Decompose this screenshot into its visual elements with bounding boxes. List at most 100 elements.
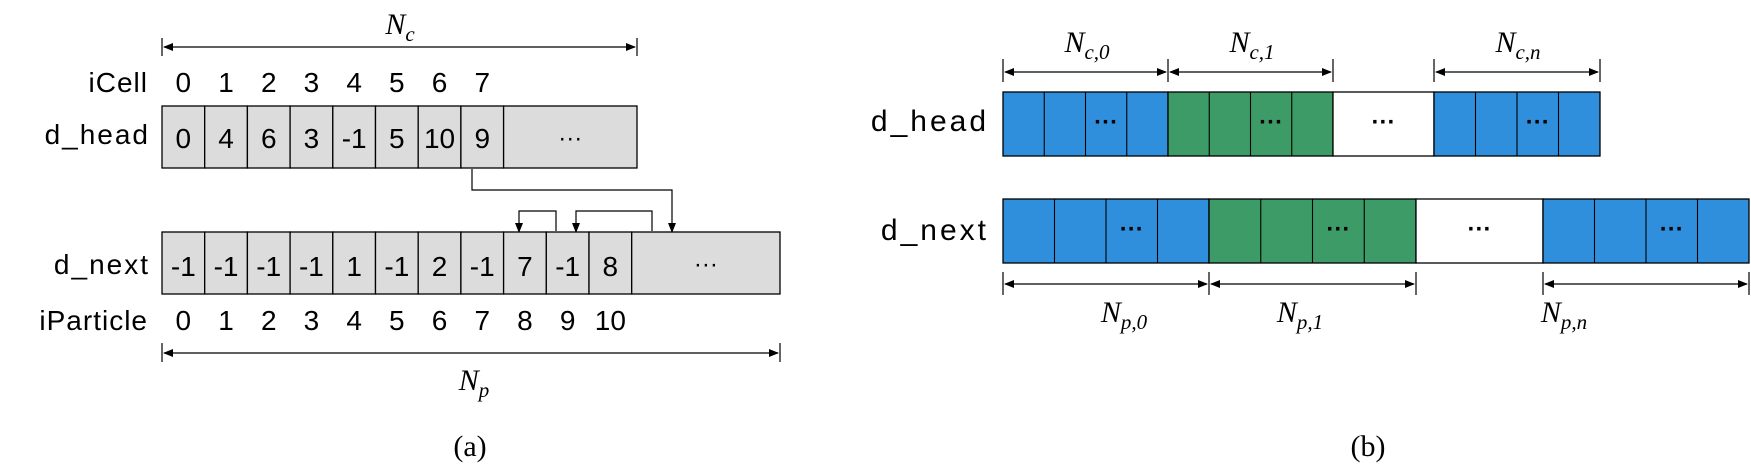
d-next-value: -1 xyxy=(299,251,324,282)
d-head-cell xyxy=(161,105,206,169)
d-next-cell xyxy=(204,231,249,295)
d-next-b-gap-ellipsis: ··· xyxy=(1468,216,1492,243)
icell-index: 4 xyxy=(346,67,362,98)
nc1-label: Nc,1 xyxy=(1228,26,1274,64)
d-next-cell xyxy=(161,231,206,295)
d-head-b-segment-ellipsis: ··· xyxy=(1526,109,1550,136)
iparticle-index: 9 xyxy=(560,305,576,336)
d-next-value: 7 xyxy=(517,251,533,282)
d-head-value: 10 xyxy=(424,123,455,154)
top-spans: Nc,0 Nc,1 Nc,n xyxy=(1002,26,1601,82)
nc-label: Nc xyxy=(384,8,415,46)
d-head-value: 5 xyxy=(389,123,405,154)
iparticle-label: iParticle xyxy=(39,305,148,336)
icell-index: 5 xyxy=(389,67,405,98)
d-head-value: 6 xyxy=(261,123,277,154)
d-next-value: 1 xyxy=(346,251,362,282)
d-next-ellipsis-cell xyxy=(631,231,781,295)
d-head-label-b: d_head xyxy=(871,105,989,138)
np-dimension: Np xyxy=(161,343,781,402)
d-next-value: 2 xyxy=(432,251,448,282)
ncn-label: Nc,n xyxy=(1494,26,1540,64)
iparticle-index: 5 xyxy=(389,305,405,336)
d-head-value: -1 xyxy=(342,123,367,154)
np0-label: Np,0 xyxy=(1100,296,1148,334)
d-next-array-b: ··· ··· ··· ··· xyxy=(1002,198,1750,264)
iparticle-index: 0 xyxy=(176,305,192,336)
chain-arrow-8-to-7 xyxy=(515,210,557,233)
d-next-b-segment-ellipsis: ··· xyxy=(1326,216,1350,243)
d-next-value: -1 xyxy=(214,251,239,282)
icell-index: 1 xyxy=(218,67,234,98)
np-label: Np xyxy=(458,364,490,402)
d-head-cell xyxy=(332,105,377,169)
d-next-cell xyxy=(502,231,547,295)
d-next-label-a: d_next xyxy=(54,249,150,280)
d-next-value: -1 xyxy=(470,251,495,282)
d-next-label-b: d_next xyxy=(881,214,989,247)
icell-index: 2 xyxy=(261,67,277,98)
iparticle-index: 6 xyxy=(432,305,448,336)
d-next-value: -1 xyxy=(171,251,196,282)
npn-label: Np,n xyxy=(1540,296,1587,334)
icell-index: 6 xyxy=(432,67,448,98)
d-next-cell xyxy=(374,231,419,295)
icell-index: 0 xyxy=(176,67,192,98)
d-next-cell xyxy=(417,231,462,295)
d-next-array-a: -1 -1 -1 -1 1 -1 2 -1 7 -1 8 ··· xyxy=(161,231,781,295)
d-next-value: -1 xyxy=(256,251,281,282)
d-next-cell xyxy=(289,231,334,295)
d-head-cell xyxy=(460,105,505,169)
d-head-b-gap-ellipsis: ··· xyxy=(1372,109,1396,136)
icell-index: 3 xyxy=(304,67,320,98)
d-head-value: 4 xyxy=(218,123,234,154)
iparticle-index: 8 xyxy=(517,305,533,336)
np1-label: Np,1 xyxy=(1276,296,1323,334)
d-head-b-segment-ellipsis: ··· xyxy=(1094,109,1118,136)
caption-a: (a) xyxy=(453,430,486,463)
iparticle-index: 4 xyxy=(346,305,362,336)
d-head-label-a: d_head xyxy=(45,119,150,150)
d-next-value: -1 xyxy=(384,251,409,282)
iparticle-index: 7 xyxy=(474,305,490,336)
d-head-b-segment-ellipsis: ··· xyxy=(1259,109,1283,136)
d-next-b-segment-ellipsis: ··· xyxy=(1120,216,1144,243)
nc0-label: Nc,0 xyxy=(1063,26,1110,64)
d-head-value: 9 xyxy=(474,123,490,154)
d-next-b-segment-ellipsis: ··· xyxy=(1660,216,1684,243)
head-pointer-arrow xyxy=(471,169,676,233)
icell-label: iCell xyxy=(89,67,148,98)
bottom-spans: Np,0 Np,1 Np,n xyxy=(1002,272,1750,334)
d-next-ellipsis: ··· xyxy=(694,251,718,278)
d-next-cell xyxy=(246,231,291,295)
d-next-cell xyxy=(460,231,505,295)
chain-arrow-10-to-8 xyxy=(572,210,653,233)
nc-dimension: Nc xyxy=(161,8,638,56)
d-next-value: -1 xyxy=(555,251,580,282)
caption-b: (b) xyxy=(1351,430,1386,463)
iparticle-index: 2 xyxy=(261,305,277,336)
d-head-value: 3 xyxy=(304,123,320,154)
d-head-array-b: ··· ··· ··· ··· xyxy=(1002,91,1601,157)
panel-b: Nc,0 Nc,1 Nc,n d_head ··· ··· ··· ··· d_nex… xyxy=(871,26,1750,463)
iparticle-index: 10 xyxy=(595,305,626,336)
d-head-cell xyxy=(374,105,419,169)
iparticle-index: 3 xyxy=(304,305,320,336)
d-head-value: 0 xyxy=(176,123,192,154)
d-head-cell xyxy=(246,105,291,169)
icell-index: 7 xyxy=(474,67,490,98)
d-head-ellipsis-cell xyxy=(502,105,638,169)
d-next-value: 8 xyxy=(603,251,619,282)
d-head-ellipsis: ··· xyxy=(558,125,582,152)
d-next-cell xyxy=(545,231,590,295)
d-head-cell xyxy=(289,105,334,169)
d-head-cell xyxy=(204,105,249,169)
d-next-cell xyxy=(332,231,377,295)
iparticle-index: 1 xyxy=(218,305,234,336)
